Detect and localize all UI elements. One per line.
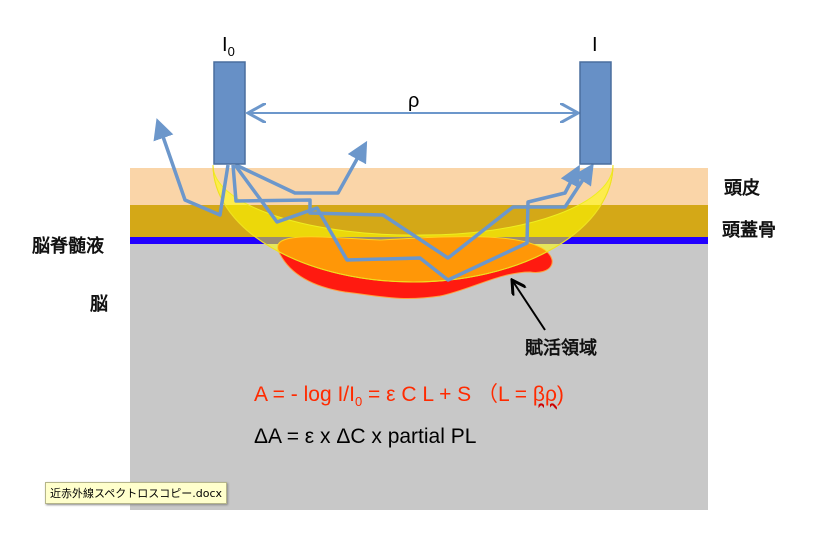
light-path: [235, 140, 368, 195]
skull-label: 頭蓋骨: [722, 220, 776, 241]
skull-layer: [130, 205, 708, 237]
formula-delta: ΔA = ε x ΔC x partial PL: [254, 425, 477, 448]
formula-mbll: A = - log I/I0 = ε C L + S （L = βρ): [254, 383, 564, 410]
file-name-tooltip: 近赤外線スペクトロスコピー.docx: [45, 482, 227, 504]
activation-pointer-arrow: [512, 280, 546, 331]
brain-label: 脳: [90, 294, 108, 315]
distance-label: ρ: [408, 90, 420, 112]
light-paths: [153, 118, 594, 282]
light-source-probe: [213, 61, 246, 165]
activation-label: 賦活領域: [525, 338, 597, 359]
csf-label: 脳脊髄液: [32, 236, 104, 257]
light-path: [233, 163, 580, 282]
scalp-label: 頭皮: [724, 178, 760, 199]
detector-label: I: [592, 34, 598, 56]
detector-probe: [579, 61, 612, 165]
light-path: [153, 118, 230, 217]
source-label: I0: [222, 34, 235, 59]
